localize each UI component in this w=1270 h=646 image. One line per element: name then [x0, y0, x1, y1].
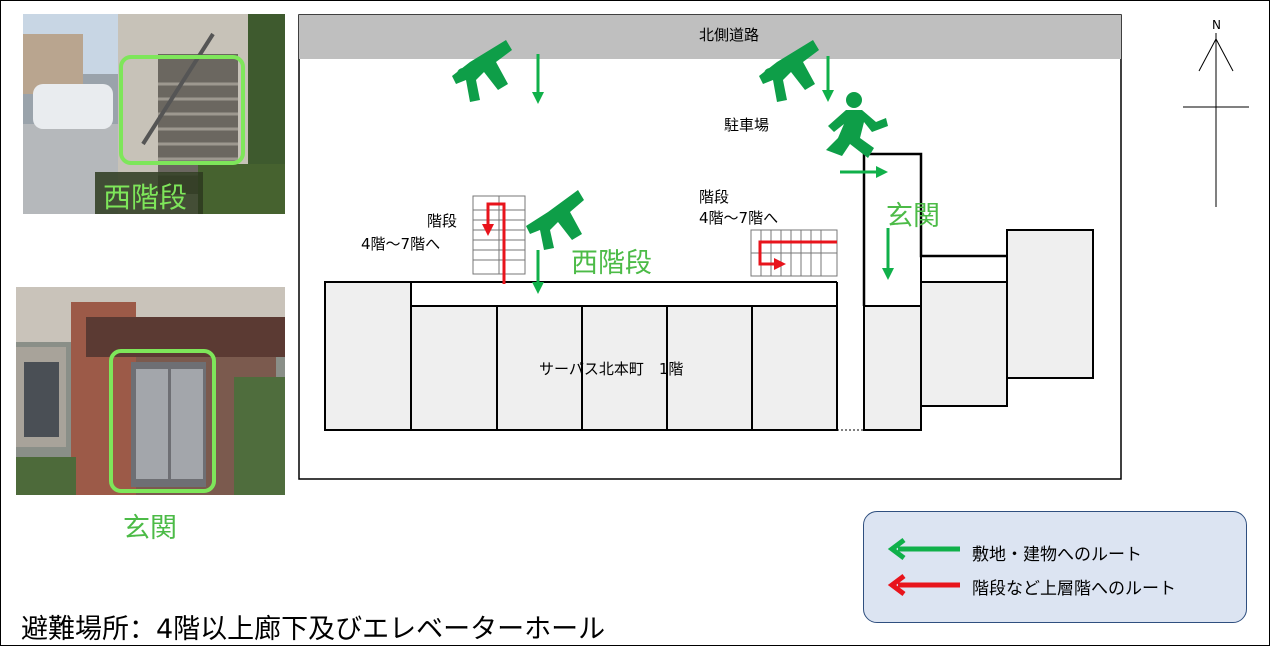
- room-3: [496, 305, 583, 431]
- room-9: [1006, 229, 1094, 379]
- room-8: [920, 281, 1008, 407]
- running-person-icon: [826, 92, 888, 158]
- room-6: [751, 305, 838, 431]
- west-stairs-title: 西階段: [571, 248, 652, 279]
- room-1: [324, 281, 412, 431]
- north-road: [299, 15, 1121, 59]
- evacuation-note: 避難場所：4階以上廊下及びエレベーターホール: [21, 614, 606, 645]
- entrance-photo-caption: 玄関: [123, 513, 177, 544]
- route-legend: 敷地・建物へのルート 階段など上層階へのルート: [863, 511, 1247, 623]
- compass-letter: N: [1212, 18, 1221, 32]
- west-stairs-floors: 4階〜7階へ: [361, 235, 441, 253]
- exit-pictogram-3: [526, 190, 584, 250]
- parking-label: 駐車場: [724, 116, 770, 134]
- east-stairs-label: 階段: [699, 188, 730, 206]
- west-stairs-photo-label: 西階段: [103, 181, 188, 214]
- entrance-title: 玄関: [886, 201, 940, 232]
- room-2: [410, 305, 498, 431]
- compass-north-icon: [1183, 33, 1249, 207]
- exit-pictogram-1: [452, 40, 512, 102]
- west-stairs-box: [472, 195, 526, 284]
- legend-green-label: 敷地・建物へのルート: [972, 545, 1142, 565]
- building-name: サーパス北本町 1階: [539, 360, 684, 378]
- north-road-label: 北側道路: [699, 26, 760, 44]
- legend-red-label: 階段など上層階へのルート: [972, 579, 1176, 599]
- green-arrow-icon: [887, 538, 960, 560]
- west-stairs-label: 階段: [427, 212, 458, 230]
- red-arrow-icon: [887, 574, 960, 596]
- room-5: [666, 305, 753, 431]
- west-stairs-photo: 西階段: [23, 14, 285, 214]
- entrance-photo: [16, 287, 285, 495]
- east-stairs-box: [750, 229, 838, 277]
- room-4: [581, 305, 668, 431]
- east-stairs-floors: 4階〜7階へ: [699, 209, 779, 227]
- exit-pictogram-2: [759, 40, 819, 102]
- floor-map: [298, 14, 1122, 480]
- room-7: [863, 305, 922, 431]
